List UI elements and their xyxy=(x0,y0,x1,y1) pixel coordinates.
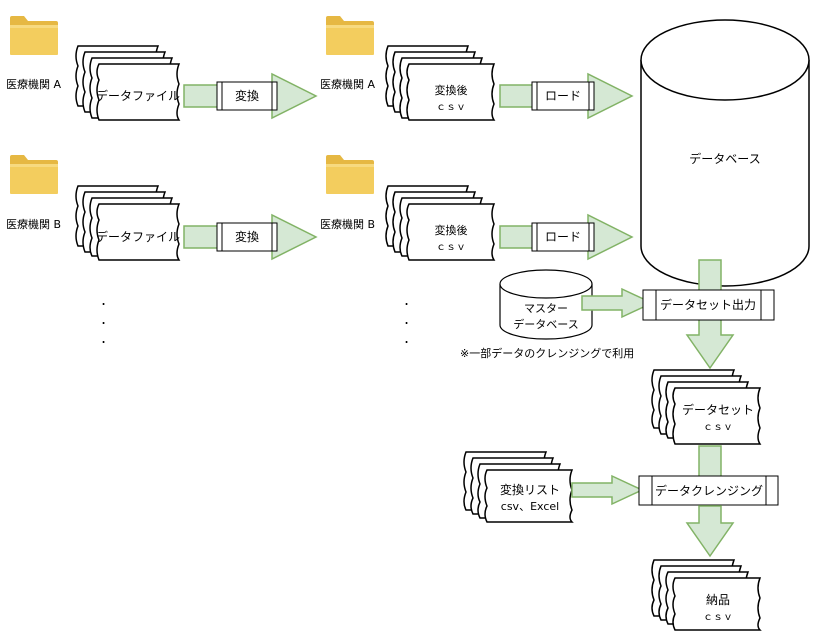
database-label: データベース xyxy=(689,151,760,166)
conversion-list-format: csv、Excel xyxy=(501,500,559,513)
load-label-a: ロード xyxy=(545,89,581,103)
master-database-cylinder xyxy=(499,269,593,340)
source-label-b: 医療機関 B xyxy=(6,217,61,231)
down-arrow-dataset-to-cleansing xyxy=(698,445,722,479)
ellipsis-dot: . xyxy=(404,309,409,328)
converted-label-a: 医療機関 A xyxy=(320,77,375,91)
dataset-format: ｃｓｖ xyxy=(703,422,733,433)
data-cleansing-label: データクレンジング xyxy=(655,483,763,498)
master-to-output-arrow xyxy=(581,287,654,319)
load-arrow-a xyxy=(499,72,634,120)
dataset-output-label: データセット出力 xyxy=(660,297,756,312)
delivery-format: ｃｓｖ xyxy=(703,612,733,623)
ellipsis-dot: . xyxy=(404,290,409,309)
folder-icon xyxy=(326,16,374,55)
database-cylinder xyxy=(640,19,810,287)
dataset-title: データセット xyxy=(682,402,754,417)
data-file-stack-b xyxy=(75,185,181,261)
converted-title-a: 変換後 xyxy=(435,83,468,97)
converted-csv-stack-b xyxy=(385,185,496,261)
converted-format-a: ｃｓｖ xyxy=(436,102,466,113)
master-db-label-2: データベース xyxy=(513,317,578,331)
dataset-output-box xyxy=(642,289,775,321)
converted-label-b: 医療機関 B xyxy=(320,217,375,231)
converted-csv-stack-a xyxy=(385,45,496,121)
convert-arrow-b xyxy=(183,213,318,261)
ellipsis-left: . . . xyxy=(101,290,106,347)
data-file-label-a: データファイル xyxy=(96,88,180,103)
data-file-label-b: データファイル xyxy=(96,229,180,244)
ellipsis-dot: . xyxy=(101,309,106,328)
list-to-cleansing-arrow xyxy=(571,474,644,506)
dataset-csv-stack xyxy=(651,369,762,445)
data-file-stack-a xyxy=(75,45,181,121)
ellipsis-dot: . xyxy=(101,290,106,309)
ellipsis-dot: . xyxy=(101,328,106,347)
load-label-b: ロード xyxy=(545,230,581,244)
folder-icon xyxy=(326,155,374,194)
load-arrow-b xyxy=(499,213,634,261)
note-text: ※一部データのクレンジングで利用 xyxy=(460,346,634,360)
convert-label-a: 変換 xyxy=(235,88,259,103)
convert-label-b: 変換 xyxy=(235,229,259,244)
converted-format-b: ｃｓｖ xyxy=(436,242,466,253)
ellipsis-dot: . xyxy=(404,328,409,347)
folder-icon xyxy=(10,16,58,55)
converted-title-b: 変換後 xyxy=(435,223,468,237)
conversion-list-title: 変換リスト xyxy=(500,482,560,497)
ellipsis-middle: . . . xyxy=(404,290,409,347)
data-cleansing-box xyxy=(638,475,779,506)
down-arrow-cleansing-to-delivery xyxy=(685,505,735,558)
source-label-a: 医療機関 A xyxy=(6,77,61,91)
folder-icon xyxy=(10,155,58,194)
delivery-title: 納品 xyxy=(706,593,730,607)
convert-arrow-a xyxy=(183,72,318,120)
master-db-label-1: マスター xyxy=(524,302,568,315)
conversion-list-stack xyxy=(463,451,574,523)
delivery-csv-stack xyxy=(651,559,762,631)
